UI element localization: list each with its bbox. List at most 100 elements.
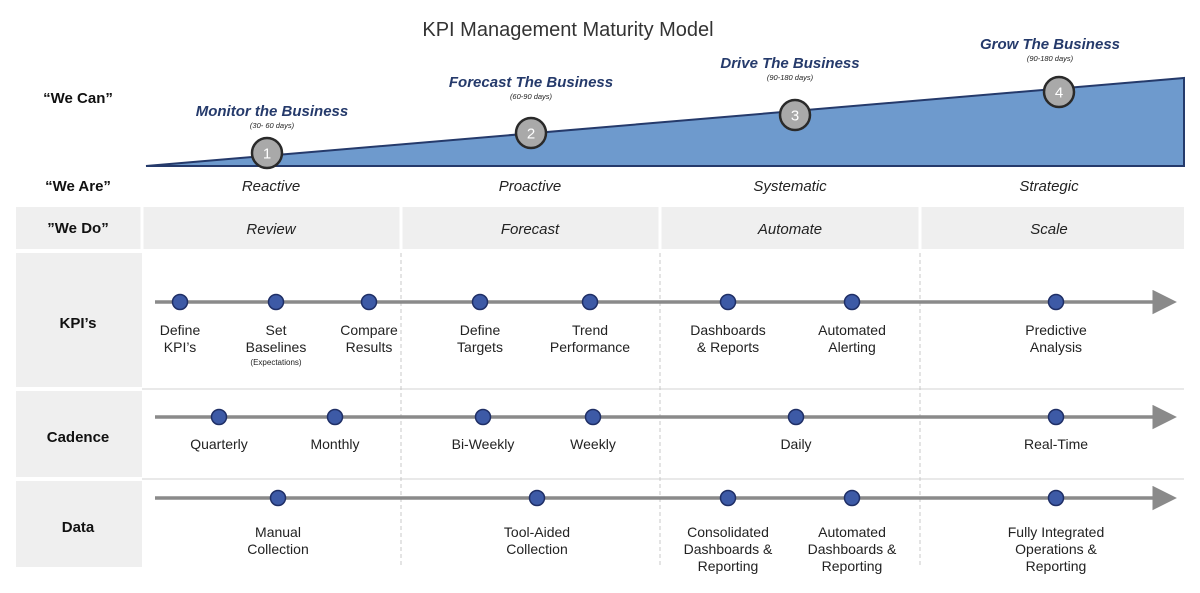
row-header-cadence: Cadence bbox=[47, 429, 110, 446]
cadence-milestone: Bi-Weekly bbox=[452, 408, 515, 452]
level-name: Monitor the Business bbox=[196, 103, 349, 120]
milestone-label: Collection bbox=[247, 541, 308, 557]
milestone-node bbox=[719, 293, 737, 311]
milestone-node bbox=[581, 293, 599, 311]
maturity-level-2: 2 Forecast The Business(60-90 days) Proact… bbox=[449, 74, 613, 238]
we-are-stage: Strategic bbox=[1019, 178, 1079, 195]
milestone-node bbox=[584, 408, 602, 426]
milestone-node bbox=[267, 293, 285, 311]
level-days: (90-180 days) bbox=[1027, 54, 1074, 63]
level-name: Drive The Business bbox=[720, 55, 859, 72]
level-name: Grow The Business bbox=[980, 36, 1120, 53]
milestone-label: Quarterly bbox=[190, 436, 248, 452]
milestone-label: Automated bbox=[818, 524, 886, 540]
we-do-band bbox=[16, 207, 1184, 249]
milestone-label: Trend bbox=[572, 322, 608, 338]
milestone-label: Predictive bbox=[1025, 322, 1087, 338]
level-number: 2 bbox=[527, 126, 535, 143]
milestone-node bbox=[843, 489, 861, 507]
row-header-we-do: ”We Do” bbox=[47, 220, 108, 237]
data-layer: ManualCollectionTool-AidedCollectionCons… bbox=[247, 489, 1105, 574]
milestone-label: Consolidated bbox=[687, 524, 769, 540]
level-days: (90-180 days) bbox=[767, 73, 814, 82]
milestone-sublabel: (Expectations) bbox=[250, 358, 301, 367]
milestone-label: Define bbox=[160, 322, 201, 338]
we-do-action: Review bbox=[246, 221, 296, 238]
milestone-label: Monthly bbox=[310, 436, 359, 452]
milestone-label: Set bbox=[265, 322, 286, 338]
level-number-circle bbox=[778, 98, 812, 132]
level-number-circle bbox=[250, 136, 284, 170]
milestone-node bbox=[719, 489, 737, 507]
cadence-milestone: Daily bbox=[780, 408, 812, 452]
milestone-label: Performance bbox=[550, 339, 630, 355]
milestone-node bbox=[326, 408, 344, 426]
levels-layer: 1 Monitor the Business(30- 60 days) Reacti… bbox=[196, 36, 1120, 238]
milestone-node bbox=[210, 408, 228, 426]
maturity-level-3: 3 Drive The Business(90-180 days) Systemat… bbox=[720, 55, 859, 238]
milestone-label: Dashboards bbox=[690, 322, 766, 338]
cadence-milestone: Weekly bbox=[570, 408, 616, 452]
level-number: 1 bbox=[263, 146, 271, 163]
milestone-label: & Reports bbox=[697, 339, 759, 355]
diagram-title: KPI Management Maturity Model bbox=[422, 19, 713, 41]
cadence-milestone: Real-Time bbox=[1024, 408, 1088, 452]
milestone-label: Collection bbox=[506, 541, 567, 557]
milestone-node bbox=[171, 293, 189, 311]
milestone-label: Real-Time bbox=[1024, 436, 1088, 452]
milestone-node bbox=[843, 293, 861, 311]
we-do-action: Automate bbox=[757, 221, 822, 238]
milestone-label: Tool-Aided bbox=[504, 524, 570, 540]
milestone-label: Targets bbox=[457, 339, 503, 355]
milestone-node bbox=[1047, 408, 1065, 426]
level-number: 4 bbox=[1055, 85, 1063, 102]
milestone-label: Reporting bbox=[698, 558, 759, 574]
milestone-node bbox=[471, 293, 489, 311]
milestone-label: Bi-Weekly bbox=[452, 436, 515, 452]
milestone-node bbox=[787, 408, 805, 426]
milestone-label: Define bbox=[460, 322, 501, 338]
data-header-cell bbox=[16, 481, 142, 567]
milestone-label: Results bbox=[346, 339, 393, 355]
milestone-node bbox=[528, 489, 546, 507]
milestone-label: Alerting bbox=[828, 339, 875, 355]
row-header-we-are: “We Are” bbox=[45, 178, 111, 195]
milestone-label: Dashboards & bbox=[808, 541, 897, 557]
milestone-node bbox=[360, 293, 378, 311]
level-number-circle bbox=[514, 116, 548, 150]
row-header-we-can: “We Can” bbox=[43, 90, 113, 107]
milestone-label: Operations & bbox=[1015, 541, 1097, 557]
we-do-action: Forecast bbox=[501, 221, 560, 238]
milestone-node bbox=[474, 408, 492, 426]
milestone-label: Baselines bbox=[246, 339, 307, 355]
milestone-label: Fully Integrated bbox=[1008, 524, 1105, 540]
level-days: (60-90 days) bbox=[510, 92, 553, 101]
level-days: (30- 60 days) bbox=[250, 121, 295, 130]
kpis-header-cell bbox=[16, 253, 142, 387]
level-number-circle bbox=[1042, 75, 1076, 109]
level-name: Forecast The Business bbox=[449, 74, 613, 91]
milestone-node bbox=[1047, 293, 1065, 311]
milestone-label: Weekly bbox=[570, 436, 616, 452]
milestone-label: Automated bbox=[818, 322, 886, 338]
we-are-stage: Reactive bbox=[242, 178, 300, 195]
milestone-label: Analysis bbox=[1030, 339, 1082, 355]
milestone-node bbox=[269, 489, 287, 507]
level-number: 3 bbox=[791, 108, 799, 125]
we-are-stage: Systematic bbox=[753, 178, 827, 195]
we-are-stage: Proactive bbox=[499, 178, 562, 195]
milestone-node bbox=[1047, 489, 1065, 507]
maturity-level-4: 4 Grow The Business(90-180 days) Strategic… bbox=[980, 36, 1120, 238]
